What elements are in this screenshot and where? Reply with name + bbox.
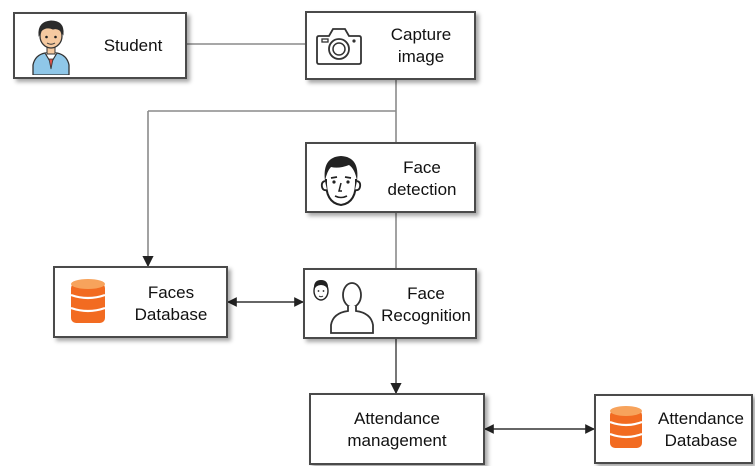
face-recognition-node: Face Recognition	[303, 268, 477, 339]
student-node: Student	[13, 12, 187, 79]
database-icon	[70, 279, 106, 323]
capture-image-label-line1: Capture	[390, 25, 452, 44]
attendance-database-label-line1: Attendance	[657, 409, 744, 428]
face-recognition-label: Face Recognition	[377, 283, 475, 327]
faces-database-label-line1: Faces	[147, 283, 195, 302]
face-icon	[320, 156, 362, 207]
attendance-management-node: Attendance management	[309, 393, 485, 465]
capture-image-label: Capture image	[373, 24, 469, 68]
face-recognition-label-line2: Recognition	[381, 306, 471, 325]
attendance-management-label: Attendance management	[311, 408, 483, 452]
faces-database-label: Faces Database	[121, 282, 221, 326]
faces-database-node: Faces Database	[53, 266, 228, 338]
student-avatar-icon	[32, 20, 70, 75]
face-detection-label-line1: Face	[403, 158, 441, 177]
face-recognition-label-line1: Face	[407, 284, 445, 303]
attendance-database-label-line2: Database	[664, 431, 738, 450]
face-detection-node: Face detection	[305, 142, 476, 213]
student-label: Student	[103, 36, 163, 55]
face-detection-label: Face detection	[373, 157, 471, 201]
capture-image-label-line2: image	[397, 47, 445, 66]
faces-database-label-line2: Database	[134, 305, 208, 324]
face-detection-label-line2: detection	[387, 180, 457, 199]
camera-icon	[316, 28, 362, 65]
attendance-database-node: Attendance Database	[594, 394, 753, 464]
attendance-database-label: Attendance Database	[652, 408, 750, 452]
capture-image-node: Capture image	[305, 11, 476, 80]
database-icon	[609, 406, 643, 448]
attendance-management-label-line2: management	[347, 431, 447, 450]
face-recognition-icon	[313, 280, 374, 334]
attendance-management-label-line1: Attendance	[353, 409, 440, 428]
